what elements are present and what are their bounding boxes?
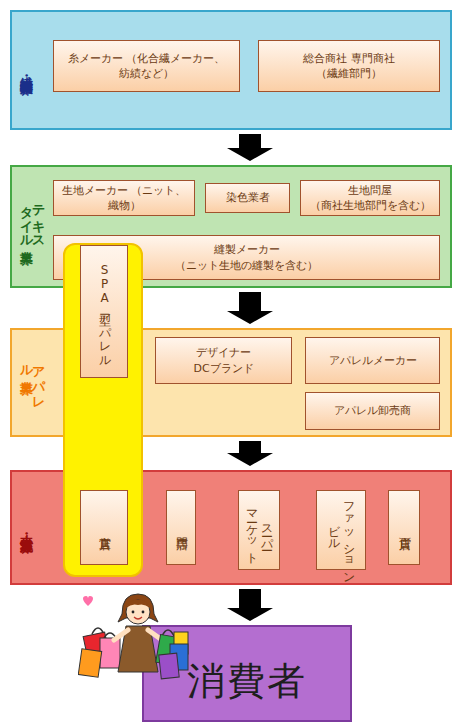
flow-arrow (227, 441, 273, 466)
box-label: アパレルメーカー (329, 353, 417, 368)
arrow-shape (227, 589, 273, 621)
consumer-label: 消費者 (187, 648, 307, 700)
vertical-box: 専門店 (166, 490, 196, 565)
process-box: アパレルメーカー (305, 337, 440, 384)
vertical-box: 百貨店 (388, 490, 420, 565)
shopping-bag (159, 653, 179, 679)
shopper-eye (142, 611, 145, 614)
process-box: 糸メーカー （化合繊メーカー、紡績など） (53, 40, 240, 92)
shopper-mouth (134, 617, 142, 619)
shopper-illustration (78, 588, 193, 688)
vertical-box: SPA型アパレル (80, 245, 128, 378)
band-label: アパレル業界 (19, 356, 44, 409)
process-box: アパレル卸売商 (305, 392, 440, 430)
band-label: 小売・流通業界 (19, 524, 32, 531)
band-label: テキスタイル業界 (19, 197, 44, 257)
box-label: 縫製メーカー （ニット生地の縫製を含む） (147, 242, 347, 273)
process-box: 総合商社 専門商社 （繊維部門） (258, 40, 440, 92)
vertical-label: SPA型アパレル (97, 249, 112, 374)
box-label: デザイナー DCブランド (179, 345, 269, 376)
box-label: 生地問屋 （商社生地部門を含む） (301, 183, 439, 214)
process-box: 生地メーカー （ニット、織物） (53, 180, 195, 216)
box-label: 生地メーカー （ニット、織物） (54, 183, 194, 214)
flow-arrow (227, 134, 273, 161)
heart-symbol (83, 596, 93, 606)
arrow-shape (227, 292, 273, 324)
process-box: デザイナー DCブランド (155, 337, 292, 384)
vertical-label: 百貨店 (397, 494, 412, 561)
box-label: 総合商社 専門商社 （繊維部門） (289, 51, 409, 82)
vertical-box: スーパー マーケット (238, 490, 280, 570)
process-box: 生地問屋 （商社生地部門を含む） (300, 180, 440, 216)
flow-arrow (227, 292, 273, 324)
vertical-label: 専門店 (174, 494, 189, 561)
vertical-box: ファッション ビル (316, 490, 366, 570)
vertical-box: 直営店 (80, 490, 128, 565)
process-box: 染色業者 (205, 183, 290, 213)
arrow-shape (227, 441, 273, 466)
shopper-fringe (126, 600, 150, 608)
box-label: アパレル卸売商 (334, 403, 411, 418)
arrow-shape (227, 134, 273, 161)
shopper-head (126, 600, 150, 624)
vertical-label: ファッション ビル (326, 494, 356, 566)
band-label: 繊維・素材業界 (19, 67, 32, 74)
shopper-eye (132, 611, 135, 614)
box-label: 染色業者 (226, 190, 270, 205)
flow-arrow (227, 589, 273, 621)
shopping-bag (100, 638, 120, 668)
industry-band: 繊維・素材業界 糸メーカー （化合繊メーカー、紡績など） 総合商社 専門商社 （繊維… (10, 10, 452, 130)
vertical-label: スーパー マーケット (244, 494, 274, 566)
shopping-bag (78, 649, 101, 678)
shopper-arm (114, 630, 128, 640)
vertical-label: 直営店 (97, 494, 112, 561)
box-label: 糸メーカー （化合繊メーカー、紡績など） (54, 51, 239, 82)
